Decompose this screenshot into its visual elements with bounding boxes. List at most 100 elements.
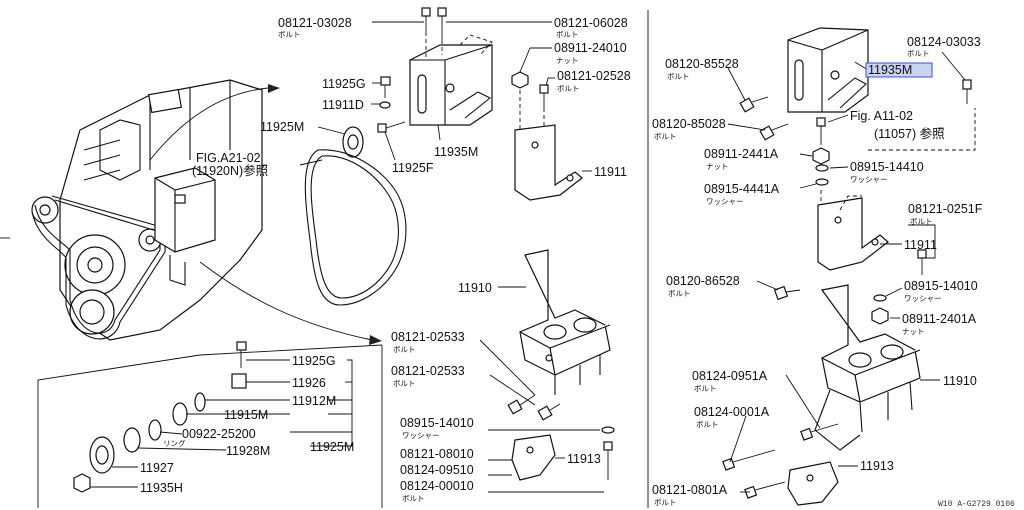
label-11925f: 11925F — [392, 161, 434, 175]
bracket-11913-right — [787, 461, 839, 506]
label-08120-85028: 08120-85028 — [652, 117, 726, 131]
label-11912m: 11912M — [292, 394, 336, 408]
washer-11911d — [379, 101, 391, 109]
label-00922-25200: 00922-25200 — [182, 427, 256, 441]
bolt-08124-0001a — [722, 449, 776, 471]
pulley-assembly-detail — [73, 341, 247, 493]
label-08121-0251f-sub: ボルト — [910, 217, 933, 226]
washer-08915-14010 — [601, 426, 615, 434]
bolt-08121-03028 — [421, 7, 431, 32]
label-11935m-right: 11935M — [868, 63, 912, 77]
label-08124-00010-sub: ボルト — [402, 494, 425, 503]
bolt-08124-00010 — [603, 441, 613, 480]
figure-code: W10 A-G2729 0106 — [938, 500, 1015, 509]
bolt-08120-85028 — [759, 123, 789, 141]
label-08911-24010: 08911-24010 — [554, 41, 627, 55]
label-08121-06028: 08121-06028 — [554, 16, 628, 30]
label-08915-14410-sub: ワッシャー — [850, 175, 888, 184]
label-11910-mid: 11910 — [458, 281, 492, 295]
nut-08911-24010 — [511, 71, 529, 89]
label-08121-0251f: 08121-0251F — [908, 202, 983, 216]
label-08121-02528: 08121-02528 — [557, 69, 631, 83]
label-08124-03033-sub: ボルト — [907, 49, 930, 58]
label-11910-right: 11910 — [943, 374, 977, 388]
label-08124-00010: 08124-00010 — [400, 479, 474, 493]
arrow-head-1 — [268, 84, 280, 93]
label-08120-85528: 08120-85528 — [665, 57, 739, 71]
label-11911-mid: 11911 — [594, 165, 627, 179]
bolt-08121-02528 — [539, 84, 549, 108]
detail-pulley-11925m — [89, 436, 115, 474]
label-11925m: 11925M — [260, 120, 304, 134]
label-08121-08010: 08121-08010 — [400, 447, 474, 461]
arrow-to-mount — [199, 261, 373, 341]
washer-08915-4441a — [815, 178, 829, 186]
bolt-08124-03033 — [962, 79, 972, 104]
label-08911-2441a: 08911-2441A — [704, 147, 779, 161]
label-11925g: 11925G — [322, 77, 366, 91]
label-08124-03033: 08124-03033 — [907, 35, 981, 49]
label-08124-0951a: 08124-0951A — [692, 369, 768, 383]
bracket-11913-mid — [511, 434, 556, 481]
detail-ring-00922 — [148, 419, 162, 441]
label-08121-03028-sub: ボルト — [278, 30, 301, 39]
highlight-11935m — [865, 62, 933, 78]
label-11925m-box: 11925M — [310, 440, 354, 454]
label-08121-02533-b: 08121-02533 — [391, 364, 465, 378]
label-08120-86528: 08120-86528 — [666, 274, 740, 288]
label-08120-85028-sub: ボルト — [654, 132, 677, 141]
leader-lines — [90, 21, 966, 493]
label-08121-0801a: 08121-0801A — [652, 483, 728, 497]
label-08915-14010-mid-sub: ワッシャー — [402, 431, 440, 440]
label-08915-4441a-sub: ワッシャー — [706, 197, 744, 206]
drive-belt — [304, 149, 407, 306]
label-11913-right: 11913 — [860, 459, 894, 473]
nut-08911-2401a — [871, 307, 889, 325]
label-08124-0951a-sub: ボルト — [694, 384, 717, 393]
label-08121-02533-a: 08121-02533 — [391, 330, 465, 344]
bolt-08120-85528 — [739, 96, 769, 113]
label-08911-2401a: 08911-2401A — [902, 312, 977, 326]
bracket-11911-right — [817, 195, 889, 271]
label-11911d: 11911D — [322, 98, 364, 112]
detail-nut-11935h — [73, 473, 91, 493]
bracket-11935m — [409, 44, 493, 126]
detail-bearing-11915m — [172, 402, 188, 426]
washer-08915-14410 — [815, 164, 829, 172]
label-11928m: 11928M — [226, 444, 270, 458]
washer-08915-14010-right — [873, 294, 887, 302]
pulley-11925m — [342, 126, 364, 158]
stud-fig-a11 — [816, 117, 826, 145]
label-08124-09510: 08124-09510 — [400, 463, 474, 477]
part-labels: 08121-03028 ボルト 08121-06028 ボルト 08911-24… — [140, 16, 1015, 509]
label-08915-14010-mid: 08915-14010 — [400, 416, 474, 430]
detail-washer-11912m — [194, 392, 206, 412]
engine-illustration — [31, 79, 263, 341]
nut-08911-2441a — [812, 147, 830, 165]
bracket-11911-mid — [514, 124, 583, 201]
detail-bolt-11925g — [236, 341, 247, 368]
detail-shaft-11926 — [231, 373, 247, 389]
ref-fig-a21-b: (11920N)参照 — [192, 163, 268, 178]
bolt-08121-02533-a — [507, 394, 536, 415]
bolt-08121-0251f — [917, 249, 927, 275]
ref-fig-a21: FIG.A21-02 — [196, 151, 261, 165]
label-11935m-left: 11935M — [434, 145, 478, 159]
label-08915-14010-right: 08915-14010 — [904, 279, 978, 293]
label-11915m: 11915M — [224, 408, 268, 422]
detail-bearing-11928m — [123, 427, 141, 453]
label-08121-03028: 08121-03028 — [278, 16, 352, 30]
label-08121-02528-sub: ボルト — [557, 84, 580, 93]
label-00922-sub: リング — [163, 438, 186, 448]
label-08124-0001a: 08124-0001A — [694, 405, 770, 419]
label-08911-24010-sub: ナット — [556, 56, 579, 65]
label-11911-right: 11911 — [904, 238, 937, 252]
label-08121-02533-b-sub: ボルト — [393, 379, 416, 388]
label-08120-85528-sub: ボルト — [667, 72, 690, 81]
bolt-08121-0801a — [744, 481, 786, 499]
label-08911-2441a-sub: ナット — [706, 162, 729, 171]
label-08124-0001a-sub: ボルト — [696, 420, 719, 429]
ref-fig-a11: Fig. A11-02 — [850, 109, 913, 123]
label-08915-14410: 08915-14410 — [850, 160, 924, 174]
